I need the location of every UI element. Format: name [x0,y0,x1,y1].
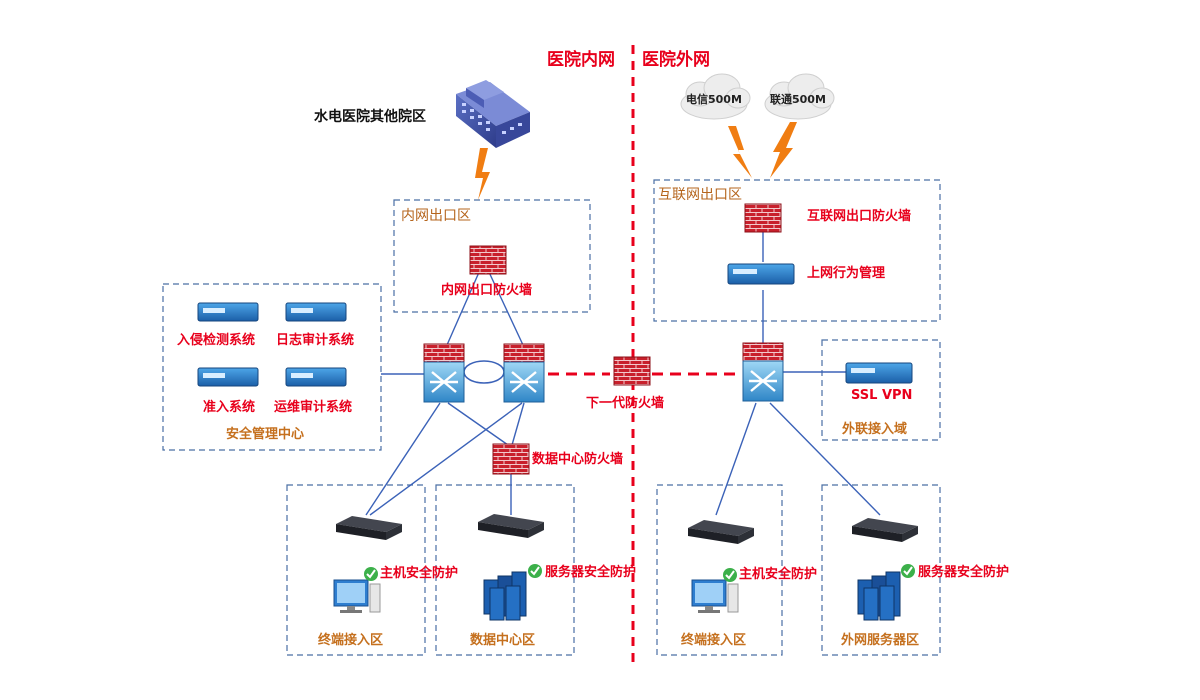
core-switch-icon [423,343,465,403]
zone-boxes [162,179,941,656]
dc-firewall-label: 数据中心防火墙 [532,452,624,467]
zone-box-terminal-inner [286,484,426,656]
access-switch-icon [478,514,544,538]
link-switch-b-dcfw [511,402,525,446]
zone-title-outer-servers: 外网服务器区 [841,633,920,648]
link-outer-switch-servers [769,402,881,516]
server-cluster-icon [857,571,901,621]
zone-box-external-access [821,339,941,441]
server-protection-label: 服务器安全防护 [918,565,1010,580]
link-inner-fw-switch-a [446,269,481,346]
check-icon [723,568,737,582]
zone-title-terminal-outer: 终端接入区 [681,633,747,648]
firewall-icon [744,203,782,233]
inner-exit-firewall-label: 内网出口防火墙 [441,283,533,298]
access-switch-icon [688,520,754,544]
outer-network-heading: 医院外网 [642,50,710,70]
zone-box-outer-servers [821,484,941,656]
lightning-links [475,122,797,200]
server-cluster-icon [483,571,527,621]
firewall-icon [613,356,651,386]
check-icon [901,564,915,578]
lightning-icon [475,148,490,200]
security-item-label: 入侵检测系统 [177,333,256,348]
server-protection-label: 服务器安全防护 [545,565,637,580]
zone-title-internet-exit: 互联网出口区 [658,187,742,203]
zone-box-internet-exit [653,179,941,322]
link-switch-a-terminal [365,402,441,516]
pc-icon [691,579,739,613]
firewall-icon [492,443,530,475]
check-icon [364,567,378,581]
zone-box-security-center [162,283,382,451]
access-switch-icon [852,518,918,542]
lightning-icon [770,122,797,178]
behavior-appliance-icon [727,263,795,285]
zone-title-datacenter: 数据中心区 [470,633,536,648]
zone-title-security-center: 安全管理中心 [226,427,305,442]
link-inner-fw-switch-b [487,269,524,346]
host-protection-label: 主机安全防护 [739,567,818,582]
appliance-icon [197,302,259,322]
host-protection-label: 主机安全防护 [380,566,459,581]
zone-box-datacenter [435,484,575,656]
core-switch-icon [503,343,545,403]
access-switch-icon [336,516,402,540]
appliance-icon [285,302,347,322]
zone-title-inner-exit: 内网出口区 [401,208,471,224]
link-switch-a-dcfw [447,402,509,446]
ssl-vpn-label: SSL VPN [851,388,913,403]
behavior-management-label: 上网行为管理 [807,266,886,281]
appliance-icon [285,367,347,387]
security-item-label: 准入系统 [203,400,256,415]
link-switch-b-terminal [369,402,523,516]
security-item-label: 日志审计系统 [276,333,355,348]
zone-title-terminal-inner: 终端接入区 [318,633,384,648]
network-links [365,232,881,516]
zone-title-external-access: 外联接入域 [842,422,908,437]
appliance-icon [197,367,259,387]
internet-exit-firewall-label: 互联网出口防火墙 [807,209,912,224]
zone-box-terminal-outer [656,484,783,656]
isp-cloud-telecom [680,73,751,120]
inner-network-heading: 医院内网 [547,50,615,70]
isp-telecom-label: 电信500M [686,93,742,106]
other-campus-label: 水电医院其他院区 [314,109,426,125]
outer-core-switch-icon [742,342,784,402]
check-icon [528,564,542,578]
lightning-icon [728,126,752,178]
isp-cloud-unicom [764,73,835,120]
hospital-building-icon [456,80,530,148]
pc-icon [333,579,381,613]
zone-box-inner-exit [393,199,591,313]
link-outer-switch-terminal [715,402,757,516]
ngfw-label: 下一代防火墙 [586,396,665,411]
firewall-icon [469,245,507,275]
security-item-label: 运维审计系统 [274,400,353,415]
isp-unicom-label: 联通500M [770,93,826,106]
vpn-appliance-icon [845,362,913,384]
switch-stack-link [463,360,505,384]
